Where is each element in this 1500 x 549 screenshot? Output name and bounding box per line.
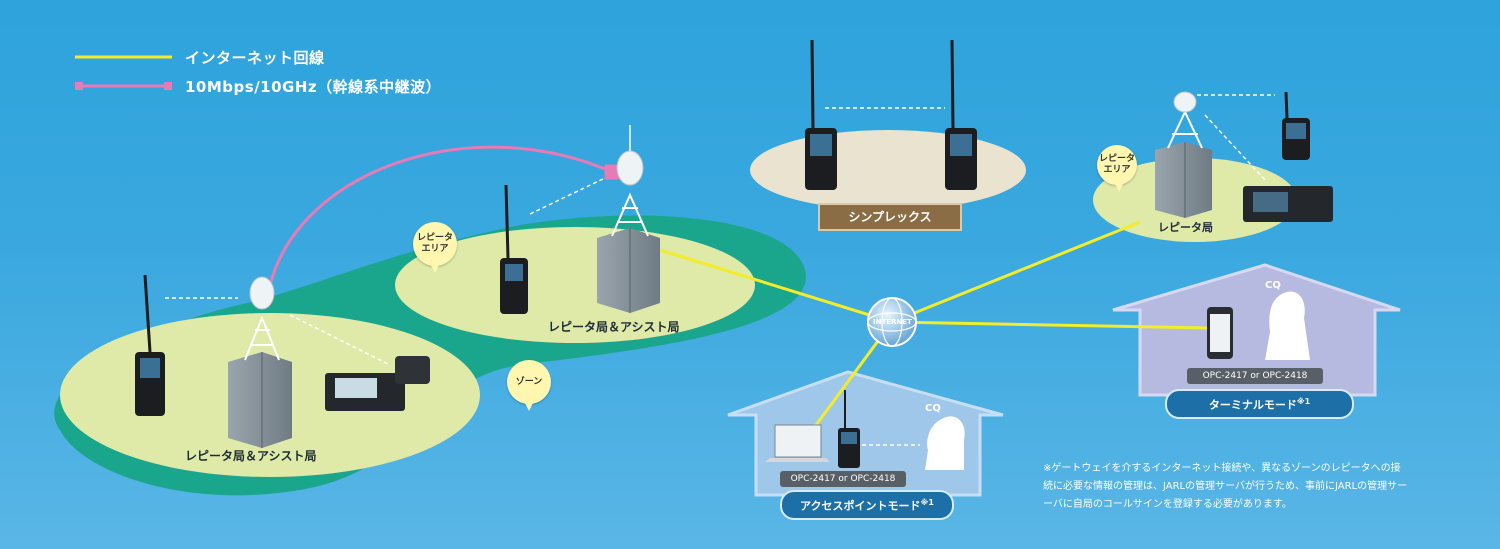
internet-globe-icon — [867, 297, 917, 347]
operator-left-icon — [925, 416, 965, 470]
left-building-icon — [228, 276, 292, 448]
right-station-label: レピータ局 — [1158, 221, 1213, 234]
house-right — [1112, 263, 1401, 397]
legend-internet-label: インターネット回線 — [185, 49, 325, 67]
legend-microwave-label: 10Mbps/10GHz（幹線系中継波） — [185, 78, 442, 96]
transceiver-icons — [325, 186, 1333, 411]
center-building-icon — [597, 125, 660, 313]
right-building-icon — [1155, 91, 1212, 218]
laptop-icon — [765, 424, 830, 462]
microwave-link — [268, 145, 620, 286]
internet-globe-label: INTERNET — [873, 318, 912, 326]
cq-label-right: CQ — [1265, 280, 1281, 291]
simplex-area — [750, 130, 1026, 210]
operator-right-icon — [1265, 291, 1310, 360]
left-station-label: レピータ局＆アシスト局 — [185, 449, 317, 463]
cq-label-left: CQ — [925, 403, 941, 414]
repeater-area-pin-center: レピータエリア — [413, 222, 457, 273]
footnote-text: ※ゲートウェイを介するインターネット接続や、異なるゾーンのレピータへの接 続に必… — [1043, 463, 1408, 510]
terminal-mode-label: ターミナルモード※1 — [1165, 389, 1354, 419]
access-point-mode-label: アクセスポイントモード※1 — [780, 490, 954, 520]
center-station-label: レピータ局＆アシスト局 — [548, 320, 680, 334]
opc-label-left: OPC-2417 or OPC-2418 — [780, 471, 906, 487]
zone-pin: ゾーン — [507, 360, 551, 411]
opc-label-right: OPC-2417 or OPC-2418 — [1187, 368, 1323, 384]
repeater-area-pin-right: レピータエリア — [1097, 145, 1137, 192]
center-repeater-area — [395, 227, 755, 343]
smartphone-icon — [1207, 307, 1233, 359]
handheld-radio-icons — [135, 39, 1310, 468]
simplex-label: シンプレックス — [818, 203, 962, 231]
